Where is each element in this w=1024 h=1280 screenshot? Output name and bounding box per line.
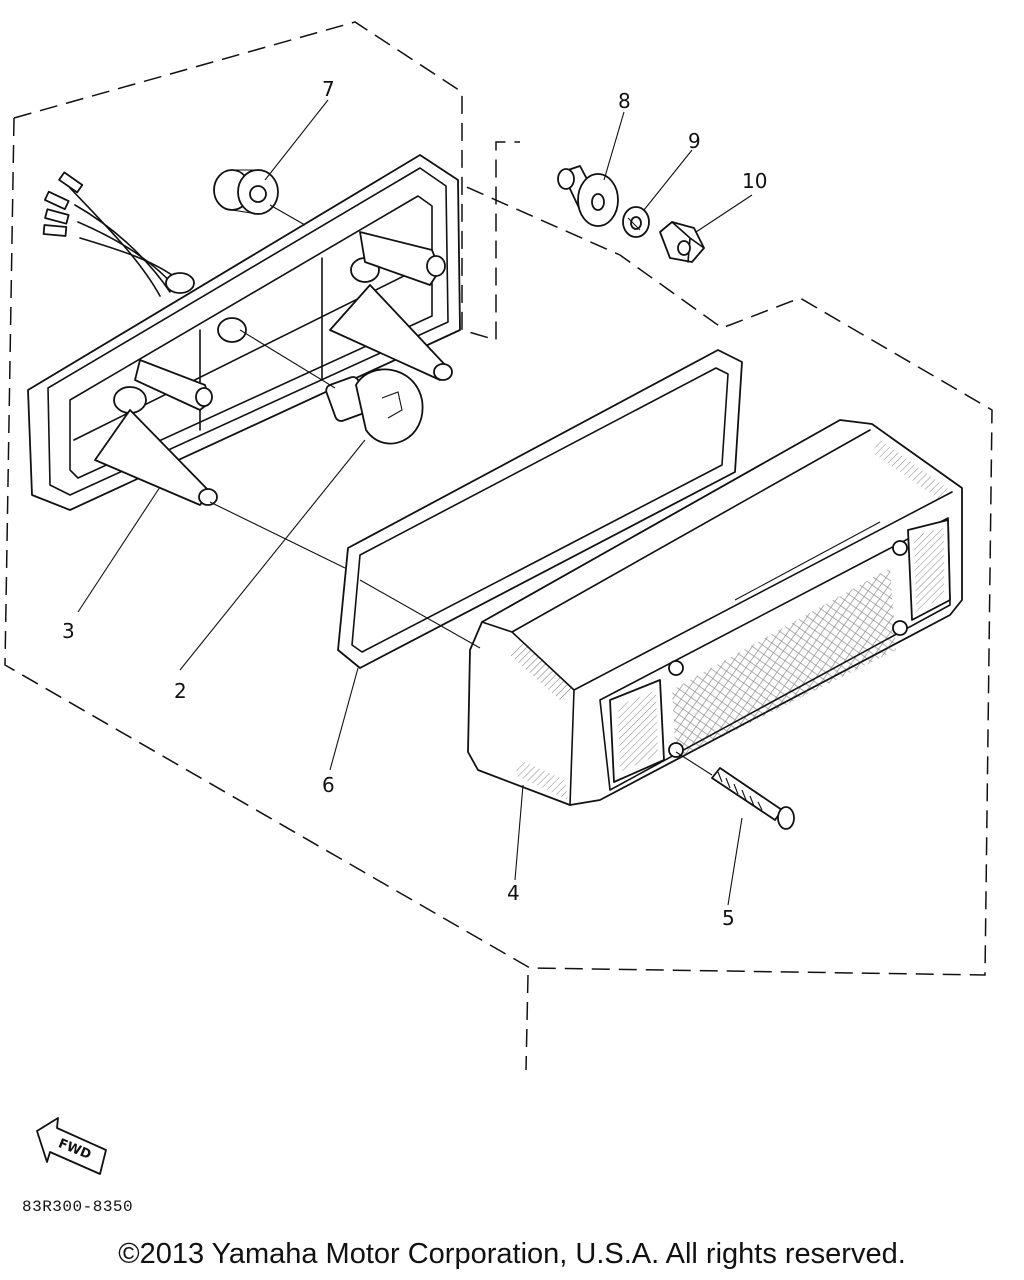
screw — [675, 751, 795, 830]
copyright-notice: ©2013 Yamaha Motor Corporation, U.S.A. A… — [118, 1238, 906, 1270]
leader-lines — [77, 99, 753, 906]
callout-10: 10 — [742, 169, 767, 193]
washer — [622, 206, 650, 238]
callout-2: 2 — [174, 679, 187, 703]
assembly-boundary — [4, 21, 993, 1071]
callout-5: 5 — [722, 906, 735, 930]
callout-3: 3 — [62, 619, 75, 643]
collar — [557, 165, 619, 227]
callout-7: 7 — [322, 77, 335, 101]
lens — [359, 419, 963, 806]
gasket — [209, 349, 743, 669]
callout-8: 8 — [618, 89, 631, 113]
fwd-arrow-icon: FWD — [36, 1117, 107, 1175]
nut — [659, 221, 705, 263]
callout-9: 9 — [688, 129, 701, 153]
callouts: 2 3 4 5 6 7 8 9 10 — [62, 77, 767, 930]
callout-4: 4 — [507, 881, 520, 905]
bulb — [239, 329, 424, 445]
drawing-code: 83R300-8350 — [22, 1198, 134, 1216]
callout-6: 6 — [322, 773, 335, 797]
grommet — [213, 169, 306, 226]
